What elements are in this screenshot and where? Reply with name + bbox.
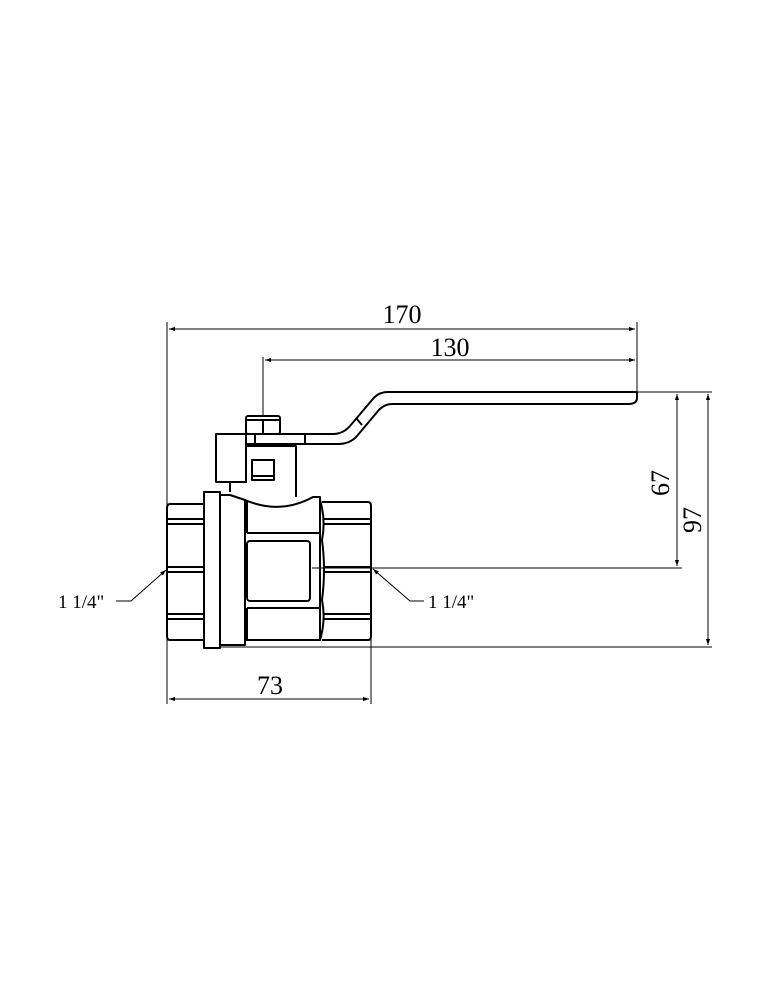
thread-label-right: 1 1/4" <box>428 592 474 613</box>
dimension-overall-length: 170 <box>166 300 638 704</box>
center-body <box>244 496 321 641</box>
thread-label-left: 1 1/4" <box>58 592 104 613</box>
handle-lever <box>246 391 638 445</box>
dimension-heights: 67 97 <box>220 391 712 648</box>
union-nut <box>203 491 221 649</box>
thread-callouts: 1 1/4" 1 1/4" <box>58 568 474 613</box>
dim-130-label: 130 <box>431 333 470 362</box>
dim-67-label: 67 <box>646 470 675 496</box>
dim-97-label: 97 <box>678 507 707 533</box>
valve-stem-handle <box>215 391 638 497</box>
dimension-body-length: 73 <box>169 572 372 704</box>
valve-body <box>166 491 372 649</box>
right-hex-end <box>319 499 325 641</box>
dim-73-label: 73 <box>257 671 283 700</box>
dim-170-label: 170 <box>383 300 422 329</box>
stem-block <box>215 433 247 483</box>
dimension-handle-length: 130 <box>262 333 635 416</box>
ball-window <box>246 540 311 602</box>
